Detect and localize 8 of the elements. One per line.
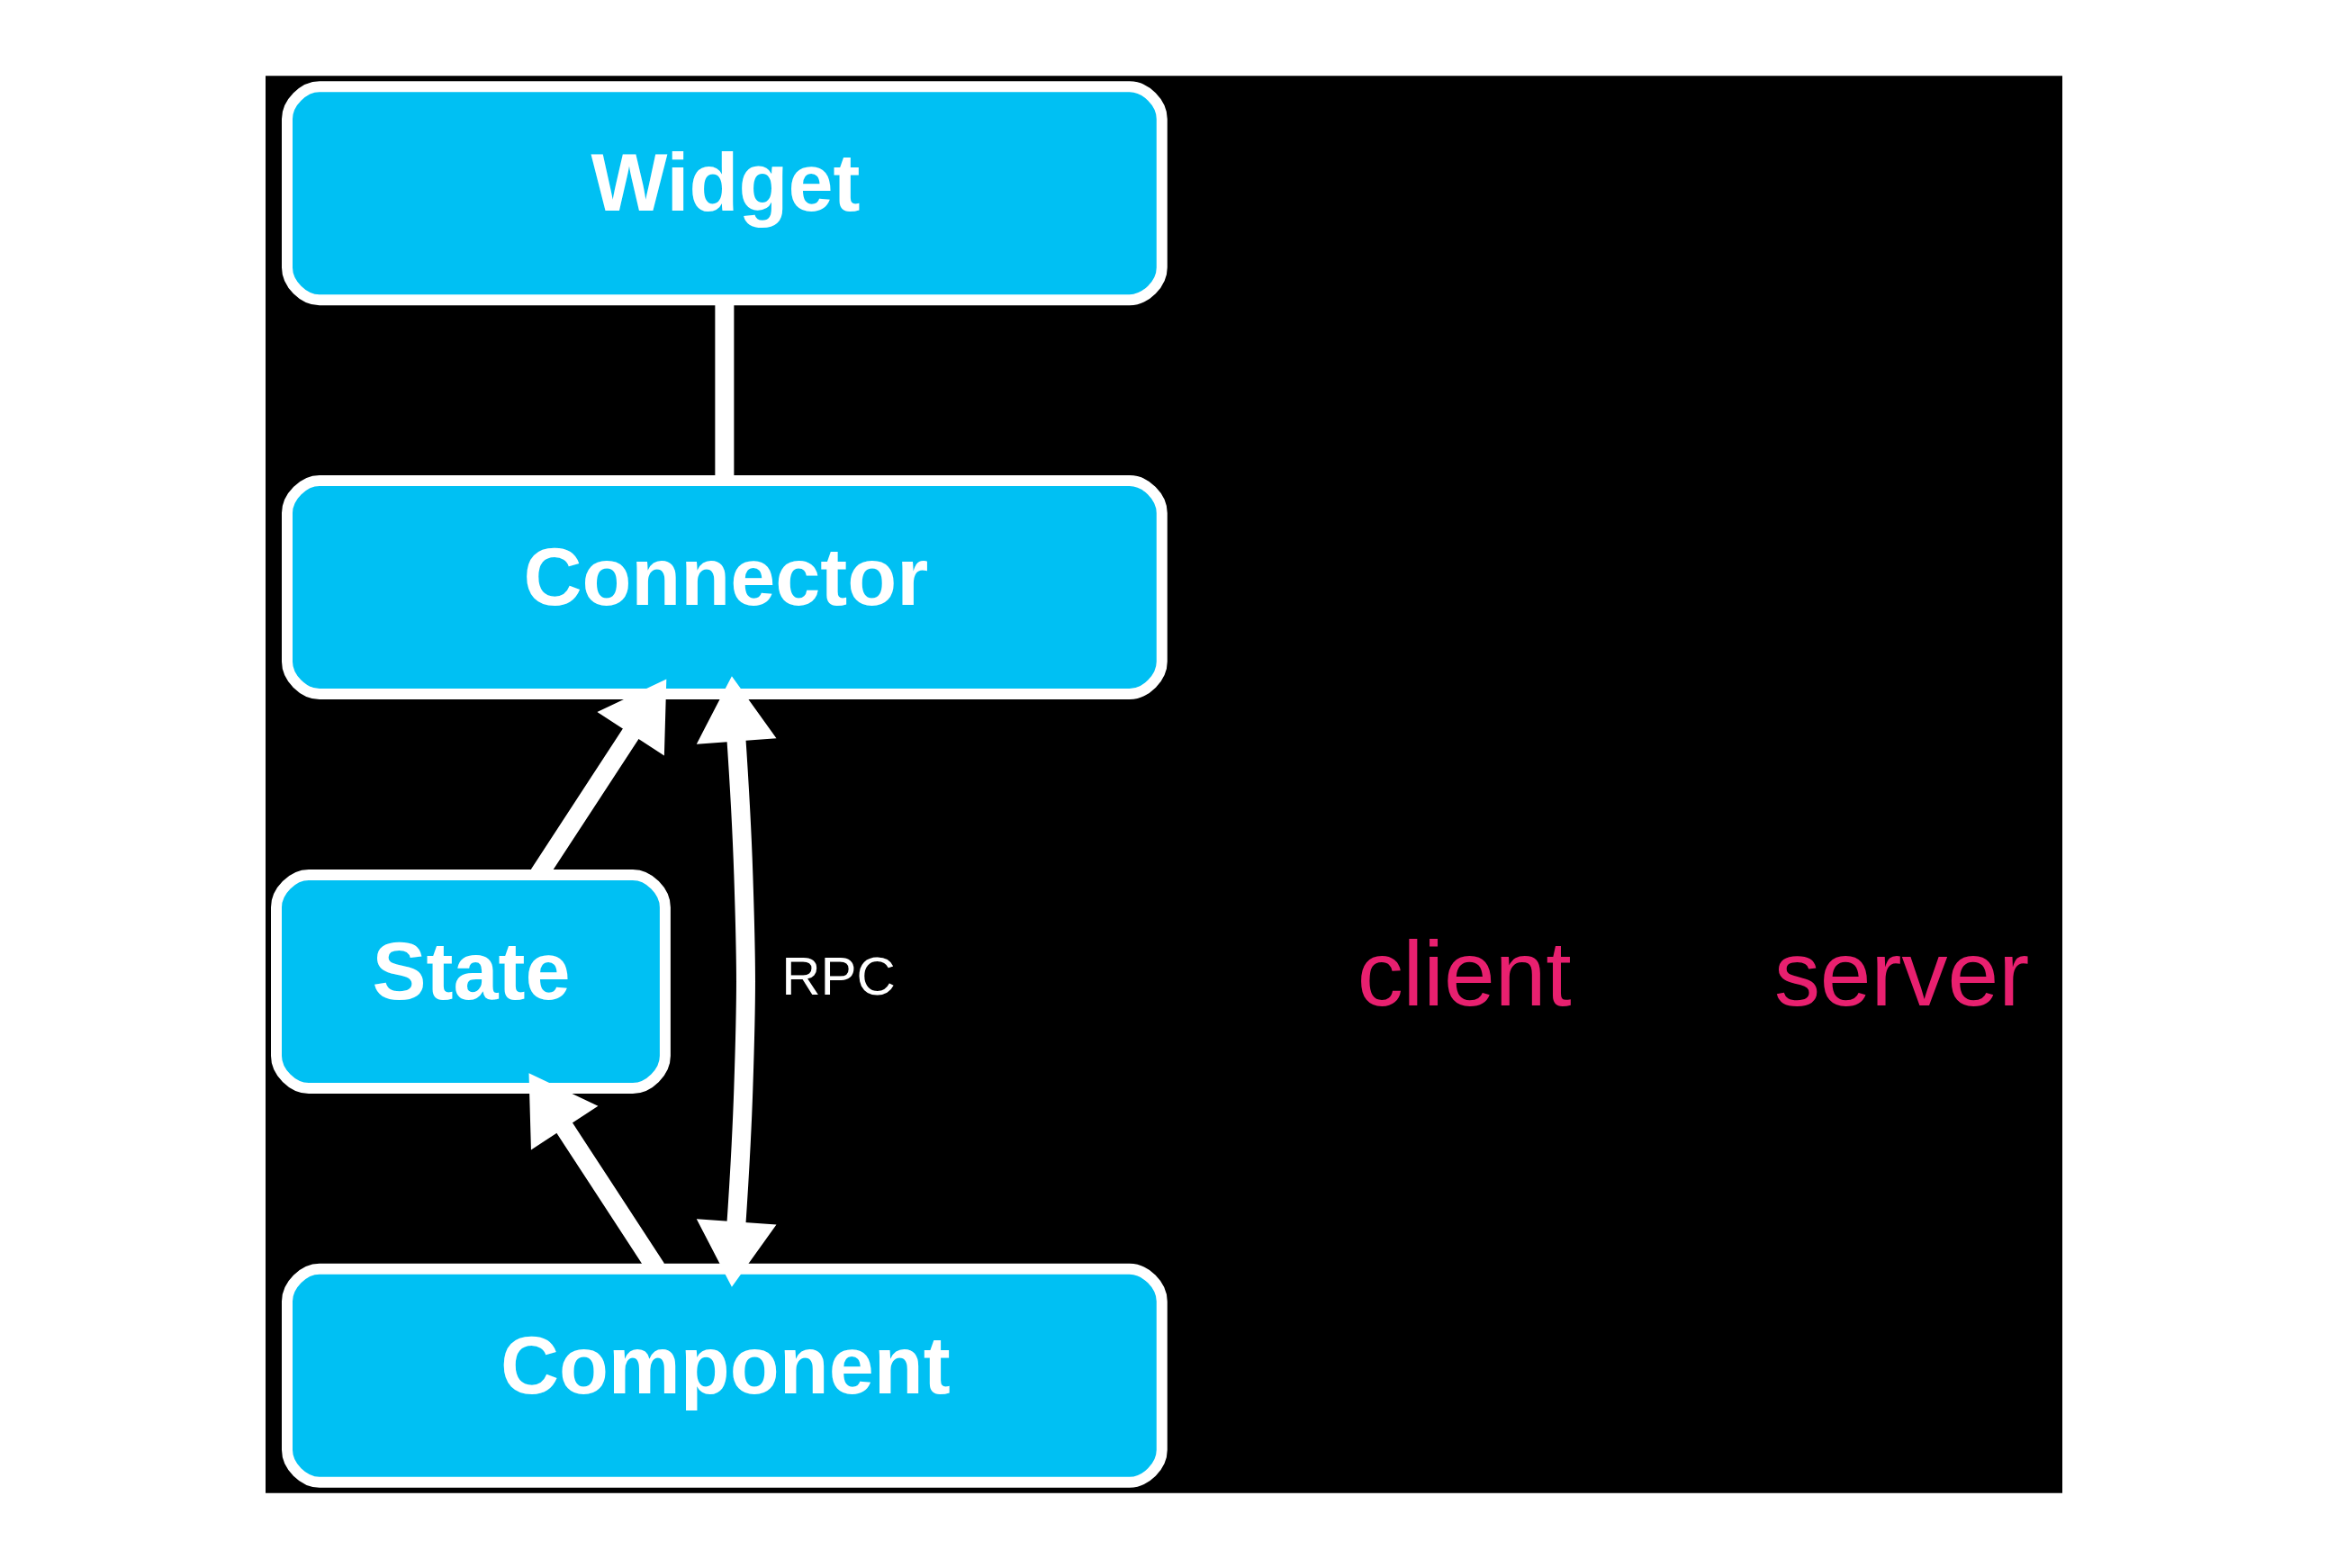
- node-box: Widget: [281, 80, 1168, 305]
- node-box: Component: [281, 1263, 1168, 1488]
- label: client: [1357, 922, 1572, 1025]
- arrow: [696, 675, 776, 1287]
- node-box: Connector: [281, 474, 1168, 699]
- edge-label: RPC: [780, 945, 896, 1006]
- node-box: State: [270, 869, 671, 1094]
- label: server: [1773, 922, 2029, 1025]
